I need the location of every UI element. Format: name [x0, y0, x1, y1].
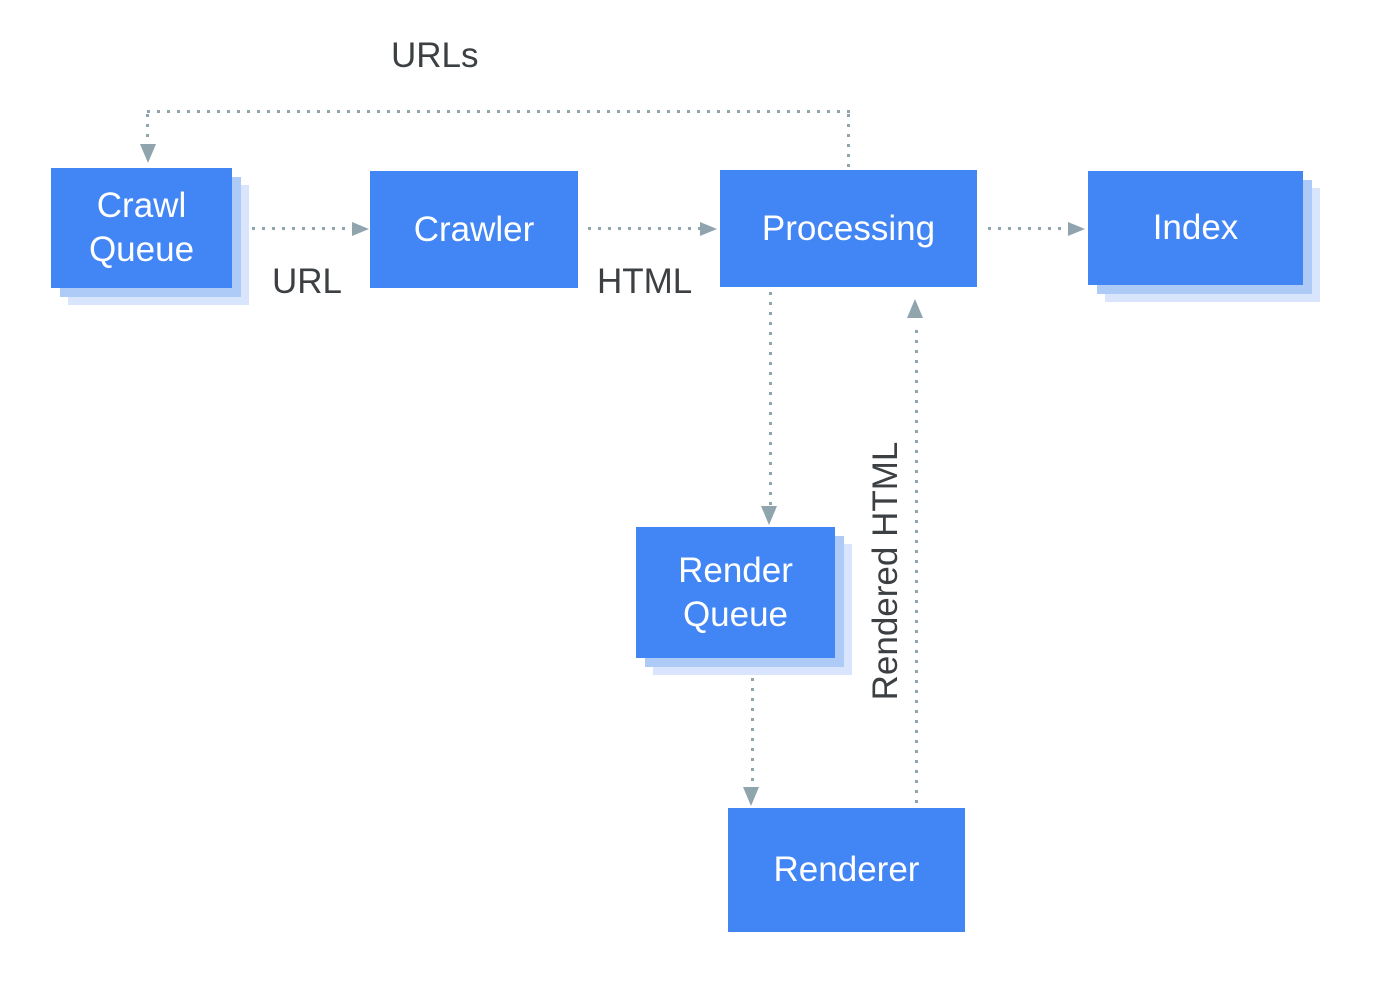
- connector-processing-to-crawlqueue-horizontal: [147, 110, 850, 113]
- connector-processing-to-renderqueue: [769, 292, 772, 505]
- connector-processing-to-index: [988, 227, 1068, 230]
- edge-label-urls: URLs: [391, 36, 479, 75]
- node-render-queue-label: Render Queue: [678, 550, 793, 634]
- node-index: Index: [1088, 171, 1303, 285]
- connector-processing-to-crawlqueue-left-vertical: [146, 114, 149, 142]
- edge-label-url: URL: [272, 262, 343, 301]
- arrowhead-into-processing: [700, 222, 717, 236]
- arrowhead-into-index: [1068, 222, 1085, 236]
- connector-processing-to-crawlqueue-right-vertical: [847, 114, 850, 168]
- node-processing-label: Processing: [761, 208, 936, 248]
- connector-renderer-to-processing: [915, 330, 918, 806]
- node-crawl-queue: Crawl Queue: [51, 168, 232, 288]
- edge-label-html: HTML: [597, 262, 693, 301]
- node-render-queue: Render Queue: [636, 527, 835, 658]
- arrowhead-into-render-queue: [761, 506, 777, 525]
- node-index-label: Index: [1152, 208, 1239, 247]
- arrowhead-into-renderer: [743, 787, 759, 806]
- node-processing: Processing: [720, 170, 977, 287]
- node-renderer-label: Renderer: [773, 850, 920, 889]
- connector-renderqueue-to-renderer: [751, 678, 754, 786]
- edge-label-rendered-html: Rendered HTML: [866, 441, 905, 701]
- node-crawler: Crawler: [370, 171, 578, 288]
- arrowhead-into-crawl-queue: [140, 144, 156, 163]
- connector-crawlqueue-to-crawler: [252, 227, 352, 230]
- node-crawl-queue-label: Crawl Queue: [88, 186, 195, 269]
- arrowhead-up-into-processing: [907, 299, 923, 318]
- connector-crawler-to-processing: [588, 227, 700, 230]
- arrowhead-into-crawler: [352, 222, 369, 236]
- node-crawler-label: Crawler: [413, 209, 535, 249]
- node-renderer: Renderer: [728, 808, 965, 932]
